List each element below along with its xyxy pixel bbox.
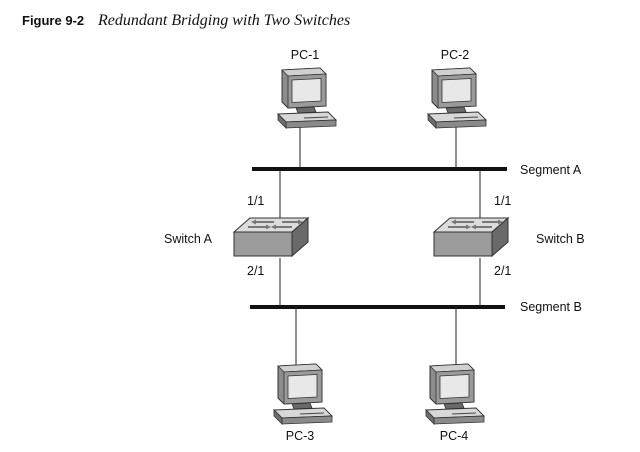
switch-a-icon xyxy=(233,217,309,257)
pc4-computer-icon xyxy=(425,363,485,425)
switch-b-icon xyxy=(433,217,509,257)
figure-number: Figure 9-2 xyxy=(22,13,85,28)
pc3-label: PC-3 xyxy=(286,429,315,443)
switch-b-port-top: 1/1 xyxy=(494,194,511,208)
switch-a-label: Switch A xyxy=(164,232,213,246)
switch-b-port-bottom: 2/1 xyxy=(494,264,511,278)
switch-a-port-bottom: 2/1 xyxy=(247,264,264,278)
pc2-computer-icon xyxy=(427,67,487,129)
pc3-computer-icon xyxy=(273,363,333,425)
pc2-label: PC-2 xyxy=(441,48,470,62)
segment-a-label: Segment A xyxy=(520,163,582,177)
pc1-computer-icon xyxy=(277,67,337,129)
pc4-label: PC-4 xyxy=(440,429,469,443)
segment-b-label: Segment B xyxy=(520,300,582,314)
figure-title: Redundant Bridging with Two Switches xyxy=(98,12,351,29)
figure-caption: Figure 9-2 Redundant Bridging with Two S… xyxy=(22,12,350,30)
switch-a-port-top: 1/1 xyxy=(247,194,264,208)
switch-b-label: Switch B xyxy=(536,232,585,246)
pc1-label: PC-1 xyxy=(291,48,320,62)
